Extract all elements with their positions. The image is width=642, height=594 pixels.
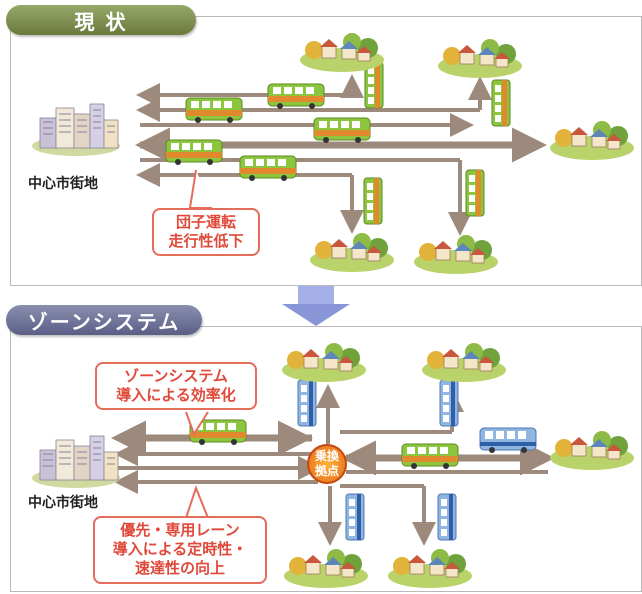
- bus-icon: [465, 169, 485, 217]
- current-villages: [31, 32, 635, 275]
- city-center-label: 中心市街地: [28, 176, 98, 192]
- callout-text: 優先・専用レーン 導入による定時性・ 速達性の向上: [112, 521, 248, 577]
- village-icon: [281, 342, 367, 383]
- transfer-hub-badge: 乗換 拠点: [307, 444, 347, 484]
- village-icon: [387, 548, 473, 589]
- section-tab-zone-system: ゾーンシステム: [6, 305, 202, 335]
- callout-pointer: [185, 411, 209, 437]
- village-icon: [549, 430, 635, 471]
- bus-icon: [437, 493, 457, 541]
- bus-icon: [165, 139, 223, 166]
- callout-text: 団子運転 走行性低下: [168, 213, 244, 250]
- village-icon: [413, 234, 499, 275]
- village-icon: [421, 342, 507, 383]
- village-icon: [549, 120, 635, 161]
- callout-priority-lane: 優先・専用レーン 導入による定時性・ 速達性の向上: [93, 516, 267, 584]
- city-center-label: 中心市街地: [28, 495, 98, 511]
- city-buildings-icon: [31, 103, 121, 157]
- bus-icon: [313, 117, 371, 144]
- section-tab-current: 現 状: [6, 5, 196, 35]
- city-buildings-icon: [31, 435, 121, 489]
- bus-icon: [491, 79, 511, 127]
- bus-icon: [479, 427, 537, 454]
- bus-icon: [363, 177, 383, 225]
- bus-icon: [297, 379, 317, 427]
- bus-icon: [345, 493, 365, 541]
- bus-icon: [439, 379, 459, 427]
- village-icon: [283, 548, 369, 589]
- bus-icon: [239, 155, 297, 182]
- callout-text: ゾーンシステム 導入による効率化: [116, 367, 236, 404]
- callout-efficiency: ゾーンシステム 導入による効率化: [95, 362, 257, 410]
- callout-bunching: 団子運転 走行性低下: [152, 208, 260, 256]
- village-icon: [437, 38, 523, 79]
- village-icon: [309, 232, 395, 273]
- bus-icon: [401, 443, 459, 470]
- callout-pointer: [185, 485, 209, 519]
- down-arrow-icon: [282, 286, 350, 326]
- village-icon: [299, 32, 385, 73]
- bus-icon: [185, 97, 243, 124]
- bus-icon: [267, 83, 325, 110]
